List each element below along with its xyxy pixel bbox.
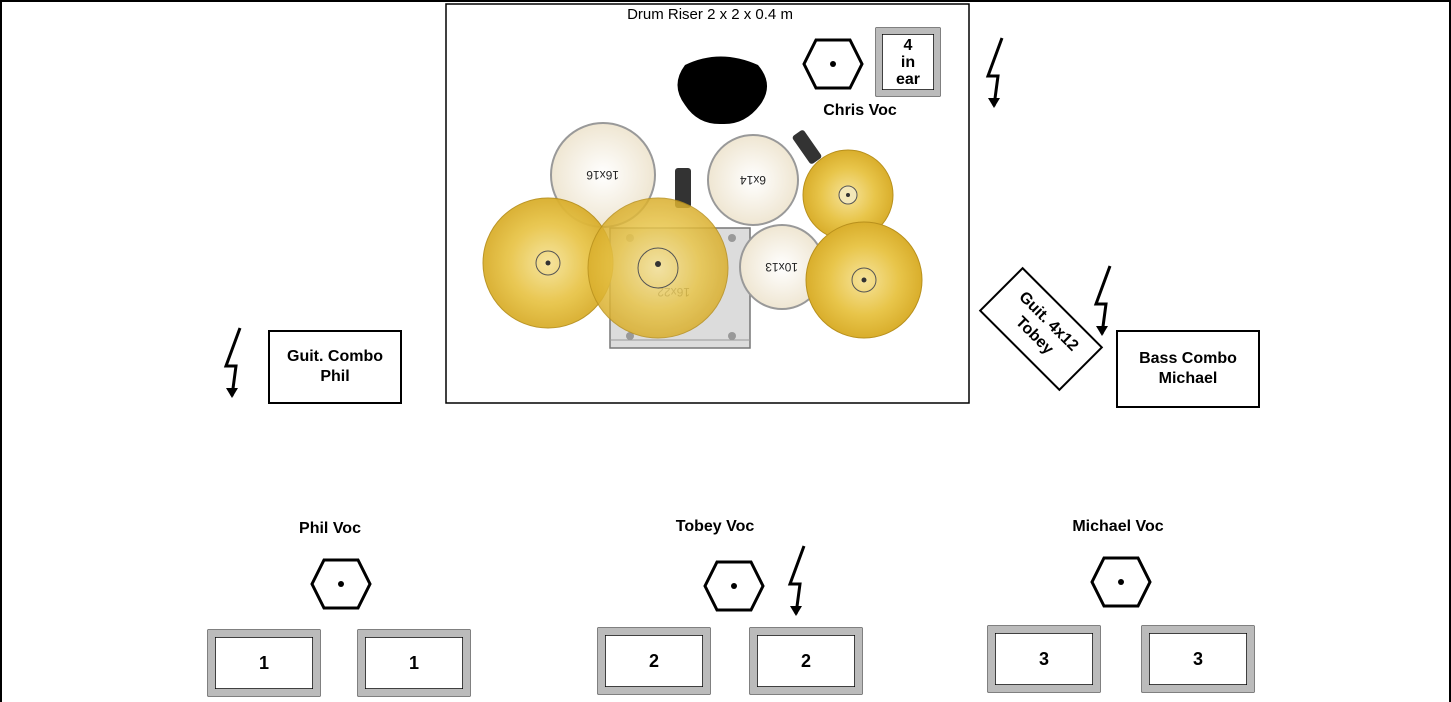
inear-line2: in — [900, 53, 916, 71]
wedge-monitor: 1 — [356, 628, 472, 698]
wedge-monitor: 2 — [596, 626, 712, 696]
rack-tom-2: 10x13 — [739, 224, 825, 310]
chris-vocal-label: Chris Voc — [823, 102, 897, 119]
wedge-monitor: 3 — [1140, 624, 1256, 694]
wedge-monitor: 1 — [206, 628, 322, 698]
bass-combo-michael: Bass Combo Michael — [1116, 330, 1260, 408]
wedge-monitor-icon — [749, 627, 863, 695]
wedge-monitor-icon — [357, 629, 471, 697]
wedge-monitor-icon — [1141, 625, 1255, 693]
bass-combo-line2: Michael — [1158, 370, 1218, 387]
rack-tom-1: 6x14 — [707, 134, 799, 226]
monitor-number: 2 — [648, 650, 659, 671]
wedge-monitor-icon — [597, 627, 711, 695]
drum-riser-title: Drum Riser 2 x 2 x 0.4 m — [627, 6, 793, 23]
wedge-monitor-icon — [875, 27, 941, 97]
vocal-mic-icon — [310, 558, 372, 610]
vocal-mic-icon — [1090, 556, 1152, 608]
inear-monitor: 4 in ear — [874, 26, 942, 98]
drum-riser — [445, 3, 970, 404]
vocal-mic-icon — [802, 38, 864, 90]
wedge-monitor-icon — [207, 629, 321, 697]
power-outlet-icon — [223, 327, 242, 398]
guitar-combo-line1: Guit. Combo — [287, 348, 383, 365]
floor-tom-label: 16x16 — [586, 168, 619, 182]
tobey-vocal-label: Tobey Voc — [675, 518, 755, 535]
inear-line3: ear — [895, 70, 921, 88]
monitor-number: 3 — [1192, 648, 1203, 669]
wedge-monitor: 3 — [986, 624, 1102, 694]
power-outlet-icon — [787, 545, 806, 616]
monitor-number: 1 — [408, 652, 419, 673]
crash-cymbal-right — [805, 221, 923, 339]
michael-vocal-label: Michael Voc — [1072, 518, 1164, 535]
vocal-mic-icon — [703, 560, 765, 612]
bass-combo-line1: Bass Combo — [1139, 350, 1237, 367]
rack-tom-2-label: 10x13 — [765, 260, 798, 274]
phil-vocal-label: Phil Voc — [299, 520, 361, 537]
rack-tom-1-label: 6x14 — [740, 173, 766, 187]
drum-kit: 16x22 16x16 6x14 10x13 — [482, 56, 923, 349]
inear-line1: 4 — [903, 36, 913, 54]
monitor-number: 3 — [1038, 648, 1049, 669]
guitar-combo-line2: Phil — [320, 368, 350, 385]
power-outlet-icon — [985, 37, 1004, 108]
floor-tom: 16x16 — [550, 122, 656, 228]
drum-throne-icon — [677, 56, 768, 125]
monitor-number: 2 — [800, 650, 811, 671]
wedge-monitor: 2 — [748, 626, 864, 696]
wedge-monitor-icon — [987, 625, 1101, 693]
guitar-combo-phil: Guit. Combo Phil — [268, 330, 402, 404]
power-outlet-icon — [1093, 265, 1112, 336]
monitor-number: 1 — [258, 652, 269, 673]
ride-cymbal — [587, 197, 729, 339]
